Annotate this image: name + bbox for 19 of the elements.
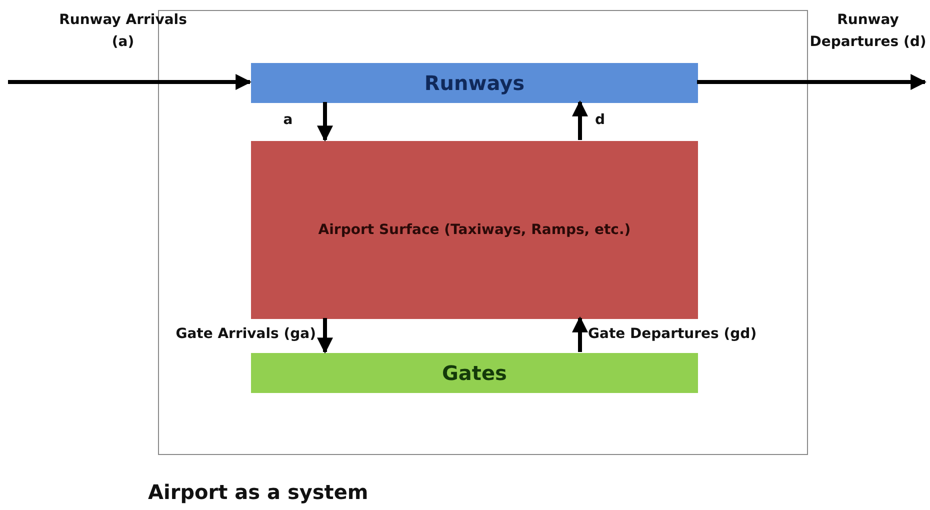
edge-label: Gate Arrivals (ga)	[174, 325, 316, 344]
edge-label: Runway Departures (d)	[808, 11, 928, 52]
node-label: Runways	[424, 71, 525, 95]
runways-bar	[251, 63, 698, 103]
arrow	[572, 316, 588, 352]
edge-label: a	[282, 111, 294, 130]
edge-label: Runway Arrivals (a)	[58, 11, 188, 52]
node-label: Gates	[442, 361, 507, 385]
arrow	[317, 102, 333, 142]
airport-surface-box	[251, 141, 698, 319]
arrow	[697, 74, 927, 90]
edge-label: Gate Departures (gd)	[588, 325, 758, 344]
caption: Airport as a system	[148, 480, 368, 504]
gates-bar	[251, 353, 698, 393]
arrow	[572, 100, 588, 140]
edge-label: d	[594, 111, 606, 130]
arrow	[317, 318, 333, 354]
arrow	[8, 74, 252, 90]
node-label: Airport Surface (Taxiways, Ramps, etc.)	[318, 222, 631, 238]
